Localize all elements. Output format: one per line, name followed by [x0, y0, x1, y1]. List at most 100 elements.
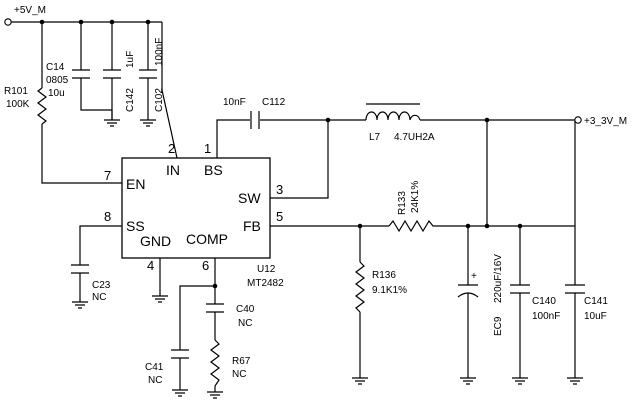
ground-r67-icon [207, 391, 223, 399]
ground-ec9-icon [460, 377, 476, 385]
capacitor-c14[interactable]: C14 0805 10u [46, 62, 90, 99]
c141-ref: C141 [584, 296, 608, 307]
capacitor-c141[interactable]: C141 10uF [565, 284, 608, 322]
ic-body [121, 157, 271, 259]
ground-c141-icon [567, 377, 583, 385]
ground-r136-icon [352, 377, 368, 385]
pin-number-sw: 3 [276, 182, 283, 197]
pin-label-comp: COMP [186, 231, 228, 247]
capacitor-c140-symbol [510, 284, 530, 294]
resistor-r67[interactable]: R67 NC [210, 339, 251, 387]
capacitor-c140[interactable]: C140 100nF [510, 284, 560, 322]
r136-value: 9.1K1% [372, 285, 407, 296]
capacitor-c142-symbol [103, 69, 121, 79]
l7-ref: L7 [369, 132, 381, 143]
capacitor-ec9-symbol [457, 284, 479, 298]
capacitor-ec9[interactable]: + 220uF/16V EC9 [457, 254, 504, 336]
ground-c23-icon [72, 301, 88, 309]
resistor-r136-symbol [355, 261, 365, 313]
wires [9, 21, 576, 392]
capacitor-c41-symbol [171, 349, 189, 359]
c142-value: 1uF [125, 51, 136, 68]
ec9-polarity: + [471, 271, 477, 282]
pin-label-fb: FB [243, 218, 261, 234]
capacitor-c23-symbol [71, 264, 89, 274]
c14-package: 0805 [46, 75, 69, 86]
c41-value: NC [148, 375, 162, 386]
capacitor-c14-symbol [72, 69, 90, 79]
pin-number-bs: 1 [204, 141, 211, 156]
junction-dots [39, 19, 523, 289]
c142-ref: C142 [125, 88, 136, 112]
pin-number-ss: 8 [104, 209, 111, 224]
c141-value: 10uF [584, 311, 607, 322]
pin-number-in: 2 [168, 141, 175, 156]
resistor-r133-symbol [388, 219, 436, 233]
vin-port [4, 18, 12, 26]
ic-ref: U12 [257, 264, 276, 275]
ground-c140-icon [512, 377, 528, 385]
capacitor-c102-symbol [139, 69, 157, 79]
capacitor-c23[interactable]: C23 NC [71, 264, 111, 303]
ec9-value: 220uF/16V [493, 254, 504, 303]
r67-value: NC [232, 369, 246, 380]
resistor-r101-symbol [37, 87, 47, 125]
capacitor-c40-symbol [206, 303, 224, 313]
r133-ref: R133 [397, 191, 408, 215]
vout-net-label: +3_3V_M [584, 116, 627, 127]
pin-label-in: IN [166, 162, 180, 178]
l7-value: 4.7UH2A [394, 132, 435, 143]
c140-ref: C140 [532, 296, 556, 307]
resistor-r133[interactable]: R133 24K1% [388, 181, 436, 233]
pin-label-en: EN [126, 176, 145, 192]
capacitor-c41[interactable]: C41 NC [145, 349, 189, 386]
capacitor-c112-symbol [250, 111, 260, 129]
c23-ref: C23 [92, 280, 111, 291]
c102-value: 100nF [154, 38, 165, 66]
resistor-r101[interactable]: R101 100K [4, 86, 47, 125]
capacitor-c142[interactable]: C142 1uF [103, 51, 136, 112]
ground-c41-icon [172, 389, 188, 397]
c140-value: 100nF [532, 311, 560, 322]
pin-number-comp: 6 [202, 258, 209, 273]
pin-number-en: 7 [104, 168, 111, 183]
c23-value: NC [92, 292, 106, 303]
r133-value: 24K1% [410, 181, 421, 213]
c40-value: NC [238, 318, 252, 329]
ic-u12[interactable]: IN BS EN SW SS FB GND COMP 2 1 7 3 8 5 4… [104, 141, 284, 289]
ic-part: MT2482 [247, 278, 284, 289]
resistor-r136[interactable]: R136 9.1K1% [355, 261, 407, 313]
pin-label-ss: SS [126, 218, 145, 234]
ground-ic-icon [152, 295, 168, 303]
c14-ref: C14 [46, 62, 65, 73]
ground-c102-icon [140, 119, 156, 127]
ground-c14-icon [104, 110, 120, 127]
inductor-l7-symbol [365, 111, 421, 121]
ground-symbols [72, 110, 583, 399]
r136-ref: R136 [372, 270, 396, 281]
resistor-r67-symbol [210, 339, 220, 387]
capacitor-c112[interactable]: 10nF C112 [223, 97, 286, 129]
c102-ref: C102 [154, 88, 165, 112]
c112-value: 10nF [223, 97, 246, 108]
vin-net-label: +5V_M [14, 5, 46, 16]
pin-label-gnd: GND [140, 233, 171, 249]
capacitor-c102[interactable]: C102 100nF [139, 38, 165, 112]
r67-ref: R67 [232, 356, 251, 367]
c112-ref: C112 [262, 97, 286, 108]
pin-number-fb: 5 [276, 209, 283, 224]
pin-label-bs: BS [204, 162, 223, 178]
capacitor-c141-symbol [565, 284, 585, 294]
c40-ref: C40 [236, 304, 255, 315]
capacitor-c40[interactable]: C40 NC [206, 303, 255, 329]
c41-ref: C41 [145, 362, 164, 373]
r101-ref: R101 [4, 86, 28, 97]
inductor-l7[interactable]: L7 4.7UH2A [365, 103, 435, 143]
c14-value: 10u [48, 88, 65, 99]
ec9-ref: EC9 [493, 316, 504, 336]
pin-number-gnd: 4 [147, 258, 154, 273]
vout-port [574, 116, 582, 124]
pin-label-sw: SW [238, 190, 261, 206]
